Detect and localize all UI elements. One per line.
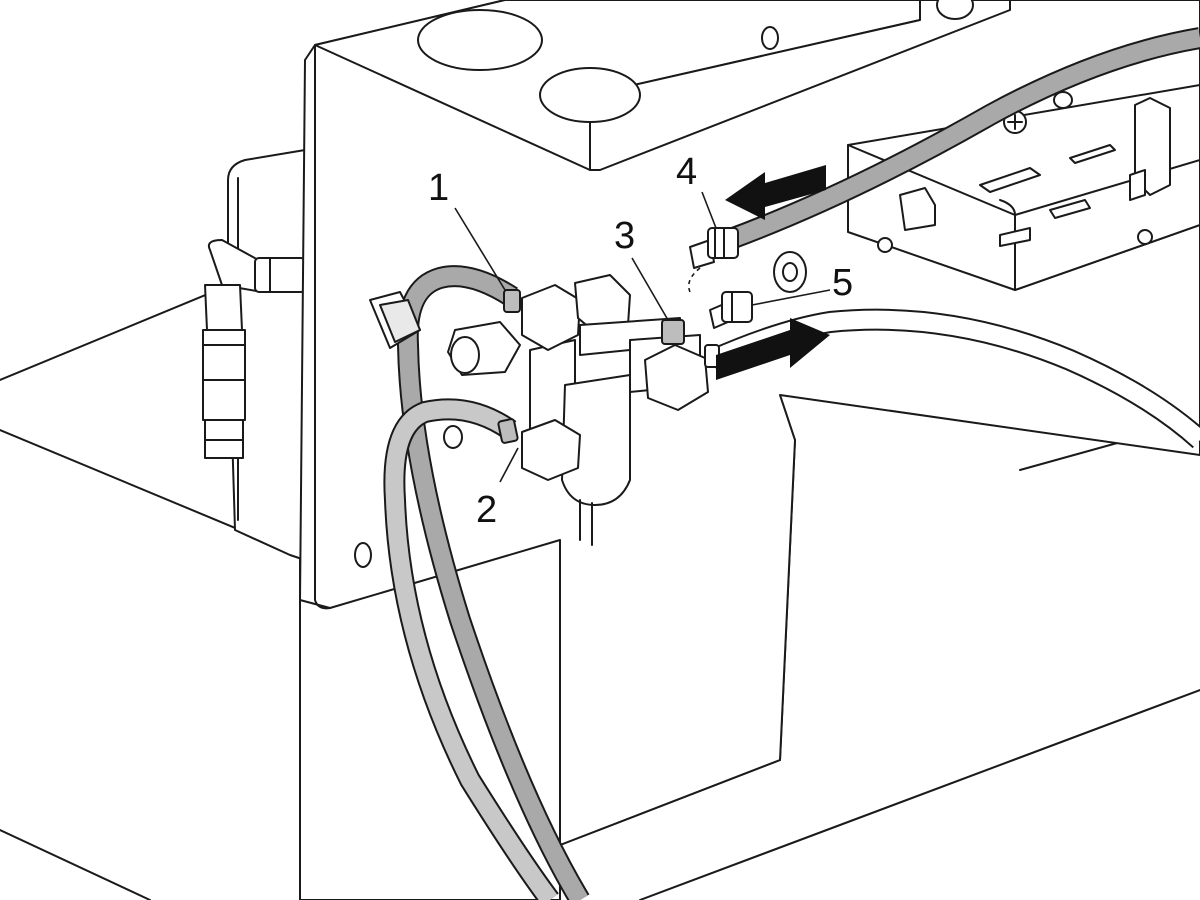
connect-arrow: [716, 318, 830, 380]
callout-4: 4: [676, 151, 697, 193]
tube-upper-right: [724, 27, 1200, 251]
callout-3: 3: [614, 215, 635, 257]
top-block: [314, 0, 1011, 171]
callout-2: 2: [476, 489, 497, 531]
tube-dark-loop: [396, 265, 590, 900]
tube-light: [383, 398, 559, 900]
disconnect-arrow: [725, 165, 826, 220]
callout-1: 1: [428, 167, 449, 209]
tube-fitting-4: [687, 227, 739, 293]
leader-lines: [454, 191, 831, 483]
elbow-fitting: [202, 239, 306, 459]
plug-fitting-5: [709, 251, 807, 329]
callout-5: 5: [832, 262, 853, 304]
valve-assembly: [369, 274, 720, 546]
